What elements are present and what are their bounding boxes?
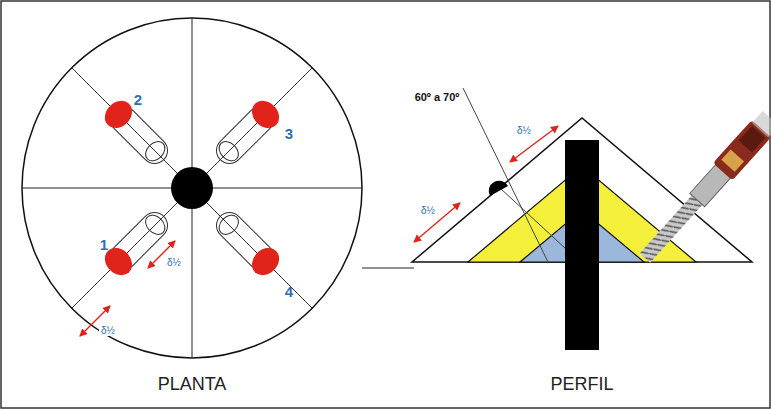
callout-number: 1	[100, 237, 108, 254]
view-title: PLANTA	[158, 375, 227, 395]
callout-number: 3	[285, 126, 293, 143]
dimension-label: δ½	[165, 257, 183, 268]
dimension-label: δ½	[515, 125, 533, 136]
profile-view	[412, 88, 771, 350]
view-title: PERFIL	[550, 375, 613, 395]
callout-number: 4	[285, 284, 293, 301]
callout-number: 2	[134, 92, 142, 109]
drill	[635, 110, 771, 267]
dimension-label: δ½	[419, 205, 437, 216]
angle-label: 60º a 70º	[413, 91, 462, 103]
plan-view	[22, 18, 414, 358]
dimension-label: δ½	[99, 325, 117, 336]
